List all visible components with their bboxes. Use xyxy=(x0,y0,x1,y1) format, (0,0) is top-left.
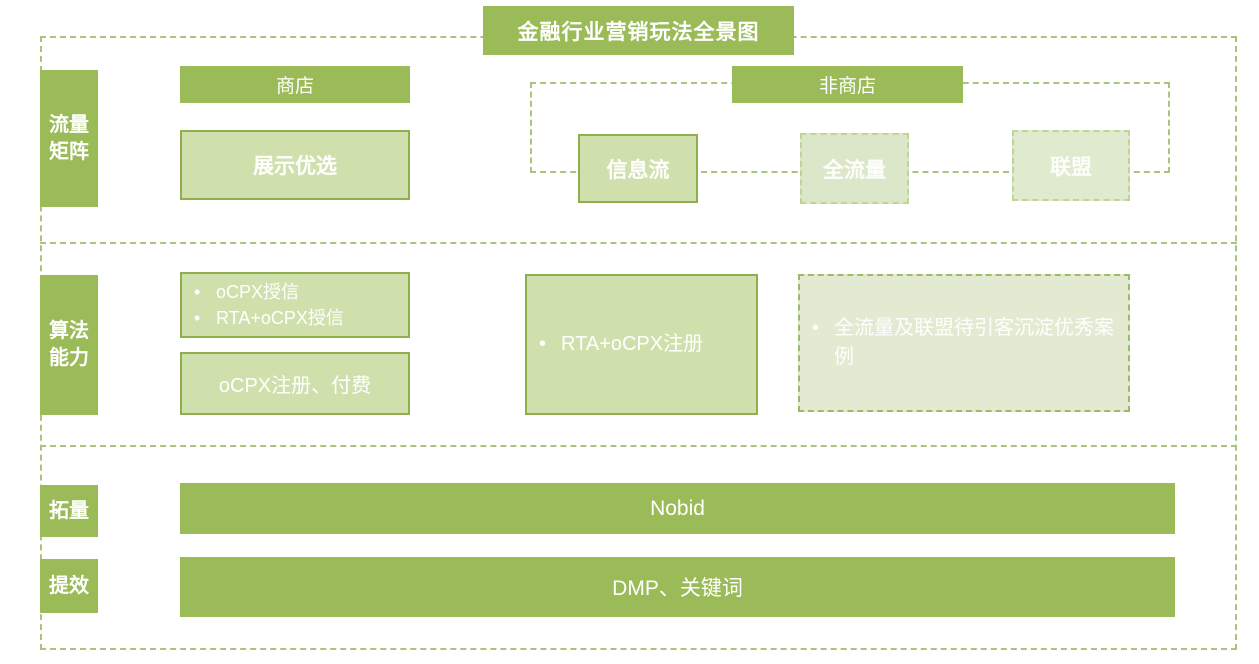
section-label-expand: 拓量 xyxy=(40,485,98,537)
bullet-text: 全流量及联盟待引客沉淀优秀案例 xyxy=(834,317,1114,368)
bullet-text: RTA+oCPX授信 xyxy=(216,308,344,328)
expand-bar-nobid: Nobid xyxy=(180,483,1175,534)
algorithm-case-box: • 全流量及联盟待引客沉淀优秀案例 xyxy=(798,274,1130,412)
algorithm-store-box2: oCPX注册、付费 xyxy=(180,352,410,415)
algorithm-feed-box: • RTA+oCPX注册 xyxy=(525,274,758,415)
section-label-line1: 流量 xyxy=(49,113,89,136)
bullet-icon: • xyxy=(194,281,201,302)
list-item: • RTA+oCPX授信 xyxy=(194,305,402,331)
algorithm-store-bullets-box: • oCPX授信 • RTA+oCPX授信 xyxy=(180,272,410,338)
non-store-header-box: 非商店 xyxy=(732,66,963,103)
section-label-line2: 矩阵 xyxy=(49,140,89,163)
non-store-item-alliance: 联盟 xyxy=(1012,130,1130,201)
section-label-line2: 能力 xyxy=(49,347,89,369)
section-separator-2 xyxy=(40,445,1237,447)
page-title: 金融行业营销玩法全景图 xyxy=(483,6,794,55)
store-header-box: 商店 xyxy=(180,66,410,103)
bullet-icon: • xyxy=(539,333,547,355)
store-item-display-select: 展示优选 xyxy=(180,130,410,200)
bullet-text: RTA+oCPX注册 xyxy=(561,333,704,355)
bullet-icon: • xyxy=(812,317,820,339)
section-label-line1: 算法 xyxy=(49,320,89,342)
bullet-text: oCPX授信 xyxy=(216,281,300,302)
efficiency-bar-dmp-keyword: DMP、关键词 xyxy=(180,557,1175,617)
section-label-traffic-matrix: 流量 矩阵 xyxy=(40,70,98,207)
non-store-item-feed: 信息流 xyxy=(578,134,698,203)
section-label-algorithm: 算法 能力 xyxy=(40,275,98,415)
list-item: • RTA+oCPX注册 xyxy=(539,330,750,359)
bullet-icon: • xyxy=(194,308,201,328)
section-separator-1 xyxy=(40,242,1237,244)
list-item: • 全流量及联盟待引客沉淀优秀案例 xyxy=(812,314,1122,372)
list-item: • oCPX授信 xyxy=(194,279,402,305)
non-store-item-all-traffic: 全流量 xyxy=(800,133,909,204)
section-label-efficiency: 提效 xyxy=(40,559,98,613)
